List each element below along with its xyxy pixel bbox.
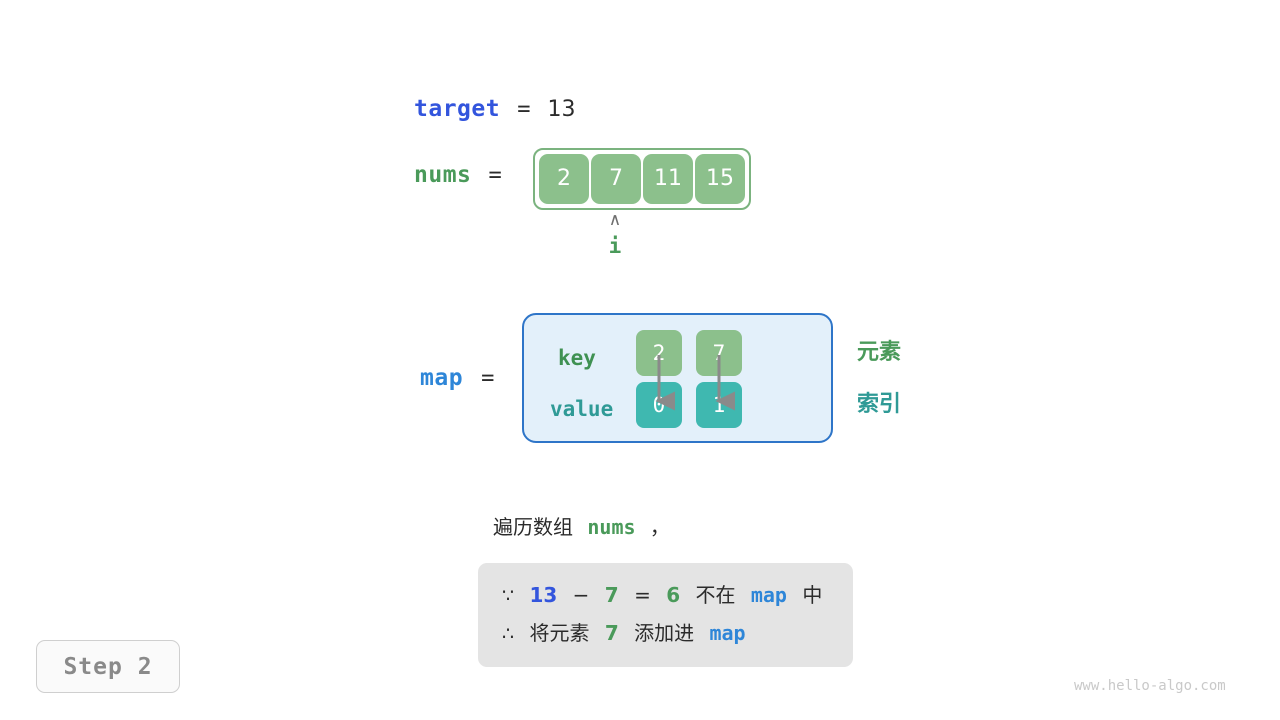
reason-minus: − xyxy=(572,583,590,607)
array-cell: 7 xyxy=(591,154,641,204)
reason-text-mid: 不在 xyxy=(695,583,736,607)
reason-operand-a: 13 xyxy=(529,583,558,607)
array-cell: 2 xyxy=(539,154,589,204)
side-label-index: 索引 xyxy=(857,392,902,417)
reason-line-1: ∵ 13 − 7 = 6 不在 map 中 xyxy=(502,576,829,614)
pointer-label-wrap: i xyxy=(601,236,629,257)
nums-array: 2 7 11 15 xyxy=(533,148,751,210)
map-key-row-label: key xyxy=(558,346,596,370)
reason-code-map: map xyxy=(750,583,787,607)
side-label-element: 元素 xyxy=(857,340,902,365)
caption-code-nums: nums xyxy=(587,515,636,539)
nums-label: nums xyxy=(414,162,472,188)
caret-up-icon: ∧ xyxy=(608,210,622,230)
map-container: key value 2 7 0 1 xyxy=(522,313,833,443)
reason2-text-mid: 添加进 xyxy=(634,621,695,646)
map-equals: = xyxy=(481,366,495,391)
nums-equals: = xyxy=(488,163,502,188)
reason-line-2: ∴ 将元素 7 添加进 map xyxy=(502,614,829,652)
map-label-group: map = xyxy=(420,365,494,391)
reason-equals: = xyxy=(634,583,651,607)
therefore-symbol: ∴ xyxy=(502,623,515,646)
reason2-code-map: map xyxy=(709,621,746,646)
reason2-text-start: 将元素 xyxy=(529,621,590,646)
target-equals: = xyxy=(517,97,531,122)
caption-suffix: ， xyxy=(649,515,670,539)
nums-label-group: nums = xyxy=(414,162,502,188)
reason2-value: 7 xyxy=(604,621,619,646)
reason-operand-b: 7 xyxy=(604,583,619,607)
pointer-caret-wrap: ∧ xyxy=(601,212,629,229)
caption-line: 遍历数组 nums ， xyxy=(493,517,670,537)
target-label: target xyxy=(414,96,501,122)
watermark: www.hello-algo.com xyxy=(1074,678,1226,694)
reason-text-end: 中 xyxy=(802,583,823,607)
target-row: target = 13 xyxy=(414,96,576,122)
map-arrows xyxy=(655,355,736,411)
reason-result: 6 xyxy=(666,583,681,607)
target-value: 13 xyxy=(547,97,576,122)
pointer-i-label: i xyxy=(608,234,622,258)
map-value-row-label: value xyxy=(550,397,614,421)
step-badge: Step 2 xyxy=(36,640,180,693)
reason-box: ∵ 13 − 7 = 6 不在 map 中 ∴ 将元素 7 添加进 map xyxy=(478,563,853,668)
map-label: map xyxy=(420,365,464,391)
array-cell: 15 xyxy=(695,154,745,204)
because-symbol: ∵ xyxy=(502,585,515,607)
caption-prefix: 遍历数组 xyxy=(493,515,573,539)
array-cell: 11 xyxy=(643,154,693,204)
